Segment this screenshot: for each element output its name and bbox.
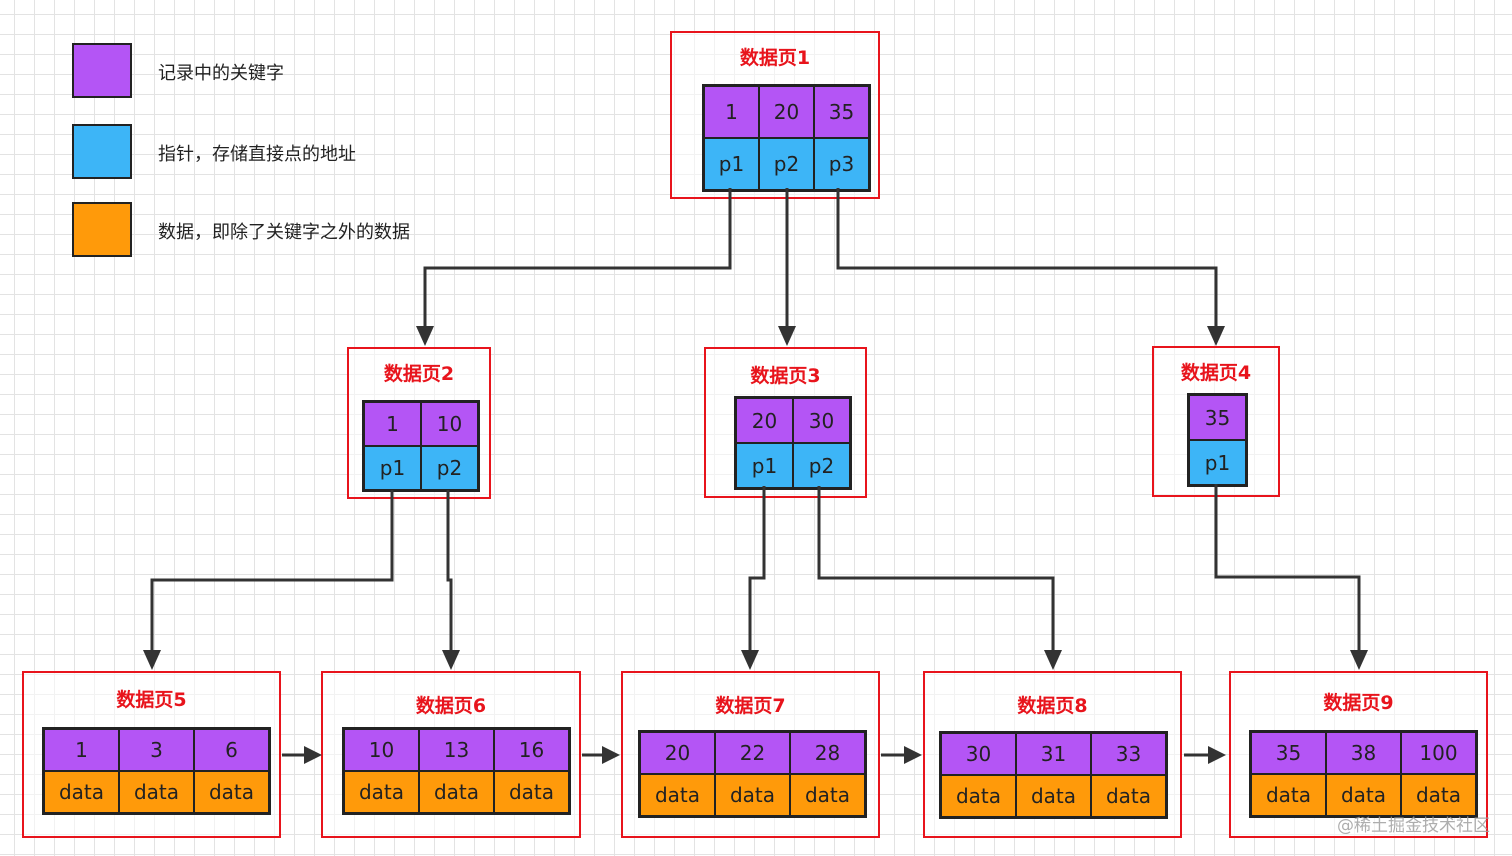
key-cell: 38 (1326, 732, 1401, 774)
data-cell: data (494, 771, 569, 813)
arrow-page3-p1-to-page7 (748, 486, 766, 654)
key-cell: 35 (814, 86, 869, 138)
key-cell: 20 (759, 86, 814, 138)
key-cell: 100 (1401, 732, 1476, 774)
data-cell: data (790, 774, 865, 816)
key-cell: 13 (419, 729, 494, 771)
key-cell: 30 (793, 398, 850, 443)
legend-swatch-data (72, 202, 132, 257)
page-title: 数据页1 (739, 47, 811, 69)
data-cell: data (1401, 774, 1476, 816)
data-cell: data (194, 771, 269, 813)
key-cell: 30 (941, 733, 1016, 775)
page-title: 数据页6 (415, 695, 487, 717)
arrow-page2-p2-to-page6 (446, 490, 453, 654)
key-cell: 10 (344, 729, 419, 771)
arrow-page4-p1-to-page9 (1214, 484, 1361, 654)
pointer-cell: p1 (364, 446, 421, 490)
data-cell: data (715, 774, 790, 816)
key-cell: 10 (421, 402, 478, 446)
page-title: 数据页5 (116, 689, 187, 711)
legend-item-pointer: 指针，存储直接点的地址 (72, 124, 356, 179)
watermark: @稀土掘金技术社区 (1337, 816, 1490, 836)
key-cell: 1 (364, 402, 421, 446)
key-cell: 31 (1016, 733, 1091, 775)
legend-label-key: 记录中的关键字 (158, 63, 284, 84)
arrow-page2-p1-to-page5 (150, 490, 394, 654)
arrow-page3-p2-to-page8 (817, 486, 1055, 654)
key-cell: 33 (1091, 733, 1166, 775)
page-title: 数据页7 (715, 695, 786, 717)
arrow-p3-to-page4 (836, 188, 1218, 330)
page-title: 数据页2 (383, 363, 455, 385)
pointer-cell: p2 (793, 443, 850, 488)
key-cell: 16 (494, 729, 569, 771)
key-cell: 28 (790, 732, 865, 774)
data-cell: data (1091, 775, 1166, 817)
data-cell: data (640, 774, 715, 816)
page-title: 数据页4 (1180, 362, 1252, 384)
legend-swatch-key (72, 43, 132, 98)
legend-label-data: 数据，即除了关键字之外的数据 (158, 222, 410, 243)
page-title: 数据页3 (750, 365, 821, 387)
legend-label-pointer: 指针，存储直接点的地址 (158, 144, 356, 165)
key-cell: 20 (640, 732, 715, 774)
key-cell: 6 (194, 729, 269, 771)
pointer-cell: p1 (704, 138, 759, 190)
page-title: 数据页8 (1017, 695, 1088, 717)
pointer-cell: p2 (759, 138, 814, 190)
key-cell: 1 (44, 729, 119, 771)
data-cell: data (419, 771, 494, 813)
page-title: 数据页9 (1323, 692, 1394, 714)
data-cell: data (941, 775, 1016, 817)
pointer-cell: p2 (421, 446, 478, 490)
arrow-p1-to-page2 (423, 188, 732, 330)
data-cell: data (119, 771, 194, 813)
key-cell: 22 (715, 732, 790, 774)
legend-item-data: 数据，即除了关键字之外的数据 (72, 202, 410, 257)
data-cell: data (44, 771, 119, 813)
legend-item-key: 记录中的关键字 (72, 43, 284, 98)
data-cell: data (344, 771, 419, 813)
key-cell: 3 (119, 729, 194, 771)
key-cell: 1 (704, 86, 759, 138)
key-cell: 35 (1189, 395, 1246, 440)
data-cell: data (1251, 774, 1326, 816)
pointer-cell: p3 (814, 138, 869, 190)
key-cell: 35 (1251, 732, 1326, 774)
data-cell: data (1326, 774, 1401, 816)
legend-swatch-pointer (72, 124, 132, 179)
data-cell: data (1016, 775, 1091, 817)
key-cell: 20 (736, 398, 793, 443)
